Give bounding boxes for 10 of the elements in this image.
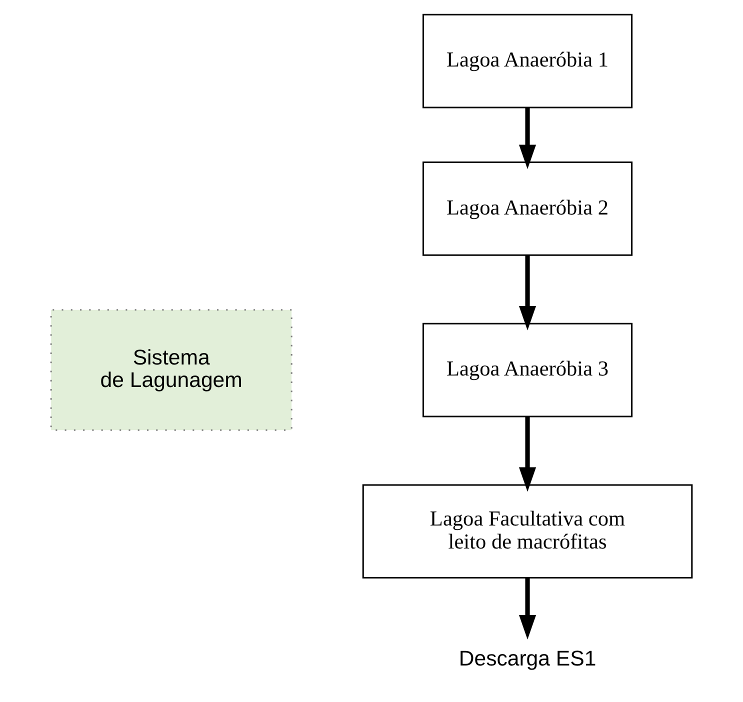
node-box: Lagoa Anaeróbia 2 xyxy=(422,162,633,256)
node-box: Lagoa Anaeróbia 1 xyxy=(422,14,633,108)
arrow xyxy=(518,416,536,492)
node-box: Lagoa Facultativa com leito de macrófitas xyxy=(362,484,693,579)
node-text: Descarga ES1 xyxy=(458,646,596,671)
arrow xyxy=(518,255,536,330)
arrow xyxy=(518,578,536,640)
arrow xyxy=(518,108,536,170)
node-box: Sistema de Lagunagem xyxy=(50,309,292,431)
node-box: Lagoa Anaeróbia 3 xyxy=(422,322,633,418)
